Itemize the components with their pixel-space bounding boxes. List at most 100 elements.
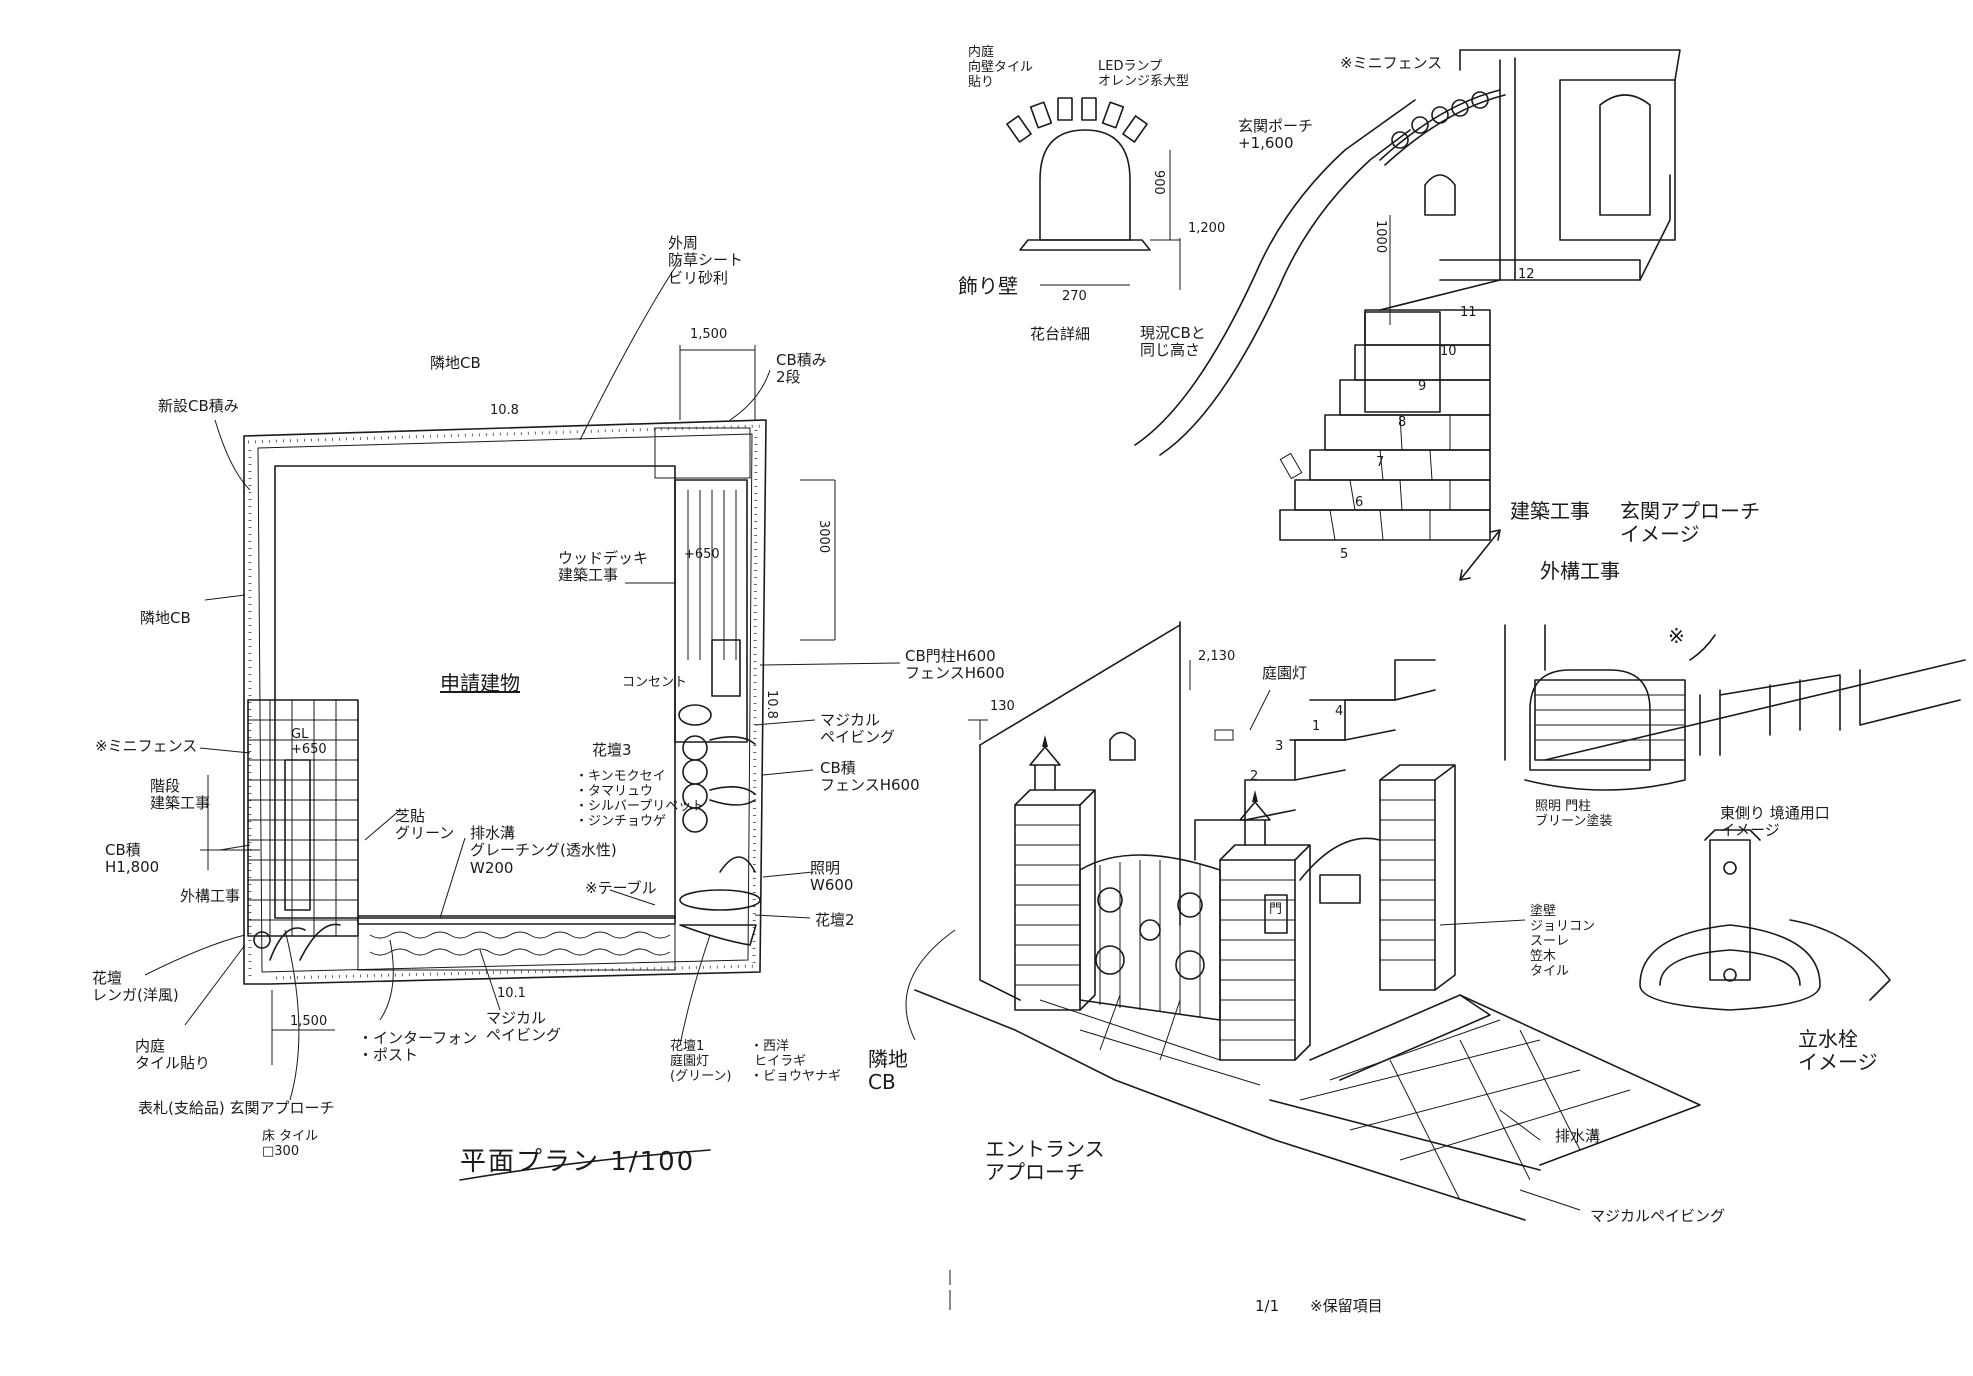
label-magical-paving-bottom: マジカル ペイビング bbox=[486, 1009, 562, 1045]
dim-entrance-left: 130 bbox=[990, 699, 1015, 714]
site-inner-boundary bbox=[257, 433, 753, 973]
porch-column bbox=[1499, 57, 1516, 281]
right-pillar bbox=[1219, 790, 1311, 1061]
label-porch: 玄関ポーチ +1,600 bbox=[1238, 117, 1314, 153]
dim-right-width: 10.8 bbox=[763, 690, 779, 719]
label-cb-fence: CB積 フェンスH600 bbox=[820, 759, 920, 795]
dim-top-width: 10.8 bbox=[490, 403, 519, 418]
step-joints bbox=[1329, 414, 1451, 541]
niche-arch bbox=[1039, 129, 1131, 241]
porch-sketch bbox=[1006, 49, 1681, 581]
floor-plan bbox=[144, 259, 901, 1181]
label-existing-cb-top: 新設CB積み bbox=[158, 397, 239, 415]
inner-court-arcs bbox=[253, 923, 341, 961]
label-garden-light: 庭園灯 bbox=[1262, 664, 1308, 682]
work-division-arrow bbox=[1459, 529, 1501, 581]
site-boundary bbox=[243, 419, 767, 985]
cb-stack-block bbox=[654, 427, 751, 479]
step-6: 6 bbox=[1355, 495, 1364, 510]
east-sketch bbox=[1504, 624, 1966, 791]
label-neighbor-cb-top: 隣地CB bbox=[430, 354, 481, 372]
label-lawn: 芝貼 グリーン bbox=[395, 807, 455, 843]
step-8: 8 bbox=[1398, 415, 1407, 430]
leader-lines bbox=[144, 259, 901, 1101]
step-10: 10 bbox=[1440, 344, 1457, 359]
label-east-note: ※ bbox=[1668, 624, 1685, 648]
label-cb-stack-2: CB積み 2段 bbox=[776, 351, 827, 387]
left-pillar bbox=[1014, 735, 1096, 1011]
entrance-step-1: 1 bbox=[1312, 719, 1321, 734]
label-plants-1: ・西洋 ヒイラギ ・ビョウヤナギ bbox=[750, 1039, 842, 1084]
faucet-post bbox=[1709, 839, 1751, 981]
footer-note: ※保留項目 bbox=[1310, 1297, 1383, 1315]
label-inner-court: 内庭 タイル貼り bbox=[135, 1037, 211, 1073]
label-cb-gate: CB門柱H600 フェンスH600 bbox=[905, 647, 1005, 683]
label-inner-court-wall: 内庭 向壁タイル 貼り bbox=[968, 45, 1034, 90]
label-lighting: 照明 W600 bbox=[810, 859, 854, 895]
label-floor-tile: 床 タイル □300 bbox=[262, 1129, 319, 1159]
entrance-step-3: 3 bbox=[1275, 739, 1284, 754]
label-entrance-approach: 表札(支給品) 玄関アプローチ bbox=[138, 1099, 335, 1117]
porch-door bbox=[1559, 79, 1676, 241]
dim-bottom-width: 10.1 bbox=[497, 986, 526, 1001]
faucet-basin bbox=[1639, 924, 1821, 1011]
step-11: 11 bbox=[1460, 305, 1477, 320]
dim-niche-width: 270 bbox=[1062, 289, 1087, 304]
plan-title-underline bbox=[459, 1149, 711, 1181]
label-approach-image: 玄関アプローチ イメージ bbox=[1620, 499, 1760, 546]
label-entrance-title: エントランス アプローチ bbox=[985, 1137, 1105, 1184]
entrance-paving bbox=[914, 989, 1701, 1221]
label-porch-mini-fence: ※ミニフェンス bbox=[1340, 54, 1443, 72]
label-entrance-drain: 排水溝 bbox=[1555, 1127, 1601, 1145]
label-east-image: 東側り 境通用口 イメージ bbox=[1720, 804, 1830, 840]
step-9: 9 bbox=[1418, 379, 1427, 394]
label-faucet-image: 立水栓 イメージ bbox=[1798, 1027, 1878, 1074]
label-deck-gl: +650 bbox=[684, 547, 720, 562]
east-note-arrow bbox=[1689, 634, 1716, 661]
dim-niche-height: 900 bbox=[1150, 170, 1166, 195]
entrance-right-wall bbox=[1299, 764, 1456, 991]
east-gate-arch bbox=[1529, 669, 1651, 771]
mini-fence-scrolls bbox=[1391, 91, 1489, 149]
page-number: 1/1 bbox=[1255, 1297, 1280, 1315]
label-mini-fence: ※ミニフェンス bbox=[95, 737, 198, 755]
entrance-sketch bbox=[905, 621, 1701, 1221]
label-plants-3: ・キンモクセイ ・タマリュウ ・シルバープリペット ・ジンチョウゲ bbox=[575, 769, 705, 829]
label-existing-cb: 現況CBと 同じ高さ bbox=[1140, 324, 1206, 360]
label-porch-outer-work: 外構工事 bbox=[1540, 559, 1620, 583]
entrance-step-2: 2 bbox=[1250, 769, 1259, 784]
label-wood-deck: ウッドデッキ 建築工事 bbox=[558, 549, 649, 585]
step-7: 7 bbox=[1376, 455, 1385, 470]
garden-light-fixture bbox=[1214, 729, 1234, 741]
lighting-symbol bbox=[719, 856, 756, 873]
label-entrance-neighbor-cb: 隣地 CB bbox=[868, 1047, 908, 1094]
paving-bottom bbox=[357, 923, 676, 971]
dim-entrance-height: 2,130 bbox=[1198, 649, 1236, 664]
mini-fence-rail bbox=[1379, 89, 1501, 161]
label-flower-detail: 花台詳細 bbox=[1030, 325, 1091, 343]
label-consent: コンセント bbox=[622, 675, 688, 690]
deck-step bbox=[711, 639, 741, 697]
right-flowerbeds bbox=[678, 704, 761, 946]
dimension-lines bbox=[200, 345, 836, 1065]
niche-bricks bbox=[1006, 97, 1148, 143]
curved-wall bbox=[1134, 99, 1416, 446]
label-stairs: 階段 建築工事 bbox=[150, 777, 211, 813]
label-table: ※テーブル bbox=[585, 879, 657, 897]
label-led: LEDランプ オレンジ系大型 bbox=[1098, 59, 1190, 89]
dim-wall: 1000 bbox=[1372, 220, 1388, 254]
step-5: 5 bbox=[1340, 547, 1349, 562]
label-entrance-magical-paving: マジカルペイビング bbox=[1590, 1207, 1726, 1225]
label-gl: GL +650 bbox=[291, 727, 327, 757]
label-neighbor-cb-left: 隣地CB bbox=[140, 609, 191, 627]
wall-niche bbox=[1109, 731, 1136, 761]
label-flowerbed-1: 花壇1 庭園灯 (グリーン) bbox=[670, 1039, 732, 1084]
porch-steps bbox=[1279, 279, 1501, 541]
label-flowerbed-2: 花壇2 bbox=[815, 911, 855, 929]
label-building-work: 建築工事 bbox=[1510, 499, 1590, 523]
niche-dims bbox=[1040, 150, 1181, 290]
iron-gate bbox=[1079, 854, 1221, 1021]
label-interphone: ・インターフォン ・ポスト bbox=[358, 1029, 478, 1065]
east-planter bbox=[1524, 759, 1686, 791]
